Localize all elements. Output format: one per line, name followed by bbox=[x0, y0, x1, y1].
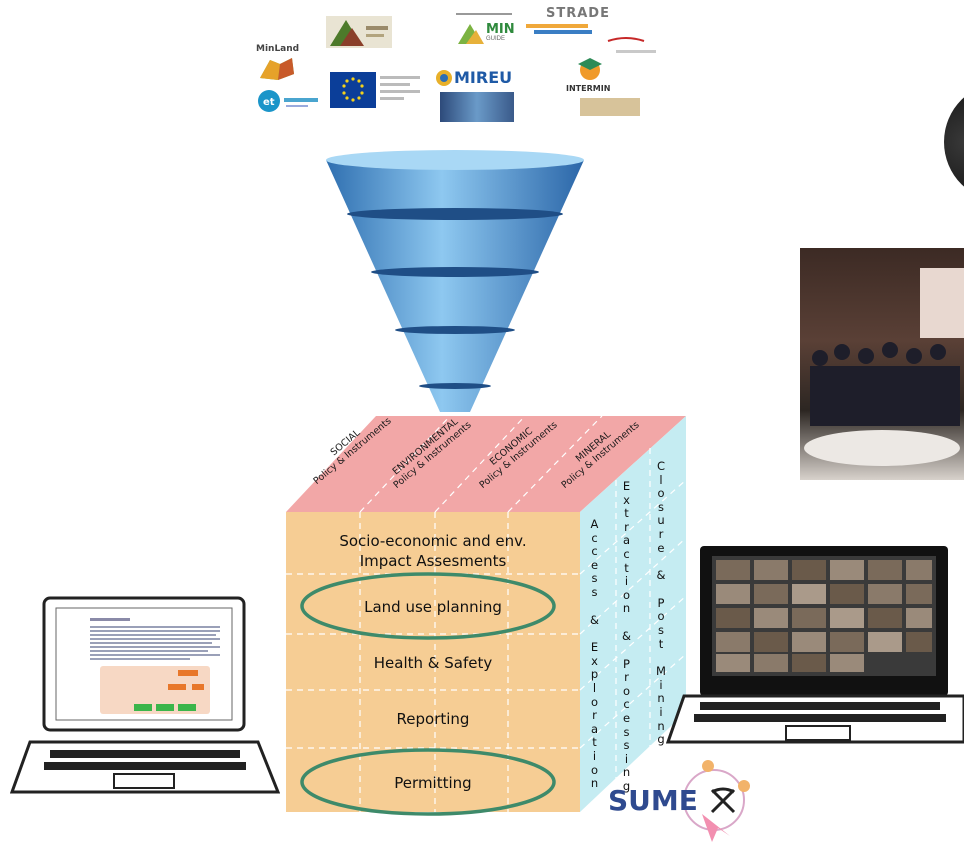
intermin-emblem bbox=[576, 54, 604, 87]
intermin-text: INTERMIN bbox=[566, 84, 611, 93]
cube-top-face bbox=[286, 416, 686, 512]
mireu-photo bbox=[440, 92, 514, 122]
min-guide-mountain-icon bbox=[456, 13, 512, 44]
eu-fund-text bbox=[380, 76, 420, 100]
min-guide-text: MIN bbox=[486, 22, 515, 37]
min-guide-logo bbox=[454, 12, 514, 46]
highlight-permitting bbox=[300, 748, 556, 816]
graduation-cap-icon bbox=[578, 58, 602, 80]
highlight-land-use bbox=[300, 572, 556, 640]
minland-logo: MinLand bbox=[256, 44, 300, 54]
group-photo bbox=[800, 248, 964, 480]
eu-stars-icon bbox=[342, 77, 364, 102]
cube-side-face bbox=[580, 416, 686, 812]
min-guide-sub: GUIDE bbox=[486, 36, 506, 42]
row-impact-line2: Impact Assesments bbox=[359, 552, 507, 570]
mireu-logo: MIREU bbox=[434, 68, 524, 126]
mireu-globe-icon bbox=[436, 70, 452, 86]
sumex-logo: SUME bbox=[608, 756, 758, 846]
svg-text:et: et bbox=[263, 97, 275, 108]
row-reporting: Reporting bbox=[396, 710, 470, 728]
mountain-icon bbox=[330, 20, 388, 46]
circle-logo-icon: et bbox=[258, 90, 318, 112]
row-permitting: Permitting bbox=[394, 774, 472, 792]
infact-logo bbox=[580, 98, 640, 116]
project-logos: MinLand et bbox=[250, 6, 670, 126]
row-land-use: Land use planning bbox=[364, 598, 502, 616]
crowd-icon bbox=[804, 268, 964, 466]
sumex-circle-icon bbox=[683, 760, 750, 842]
map-icon bbox=[260, 58, 294, 80]
video-call-grid bbox=[716, 560, 932, 672]
red-partner-logo bbox=[606, 32, 646, 42]
mireu-text: MIREU bbox=[454, 68, 513, 87]
funnel bbox=[326, 150, 584, 412]
strade-bars bbox=[526, 24, 592, 34]
small-logo-text bbox=[616, 50, 656, 53]
pickaxe-icon bbox=[710, 787, 736, 814]
minatura-logo bbox=[326, 16, 392, 48]
front-rows: Socio-economic and env. Impact Assesment… bbox=[286, 512, 580, 812]
sumex-text: SUME bbox=[608, 784, 698, 817]
policy-cube bbox=[286, 415, 687, 816]
right-laptop bbox=[666, 546, 964, 744]
circular-photo bbox=[944, 82, 964, 202]
swoosh-icon bbox=[607, 37, 645, 42]
eu-flag bbox=[330, 72, 376, 108]
partner-circle-logo: et bbox=[256, 88, 324, 114]
row-impact-line1: Socio-economic and env. bbox=[339, 532, 527, 550]
row-health-safety: Health & Safety bbox=[373, 654, 493, 672]
strade-logo: STRADE bbox=[546, 6, 610, 21]
left-laptop bbox=[10, 596, 280, 794]
minland-emblem bbox=[258, 56, 296, 87]
